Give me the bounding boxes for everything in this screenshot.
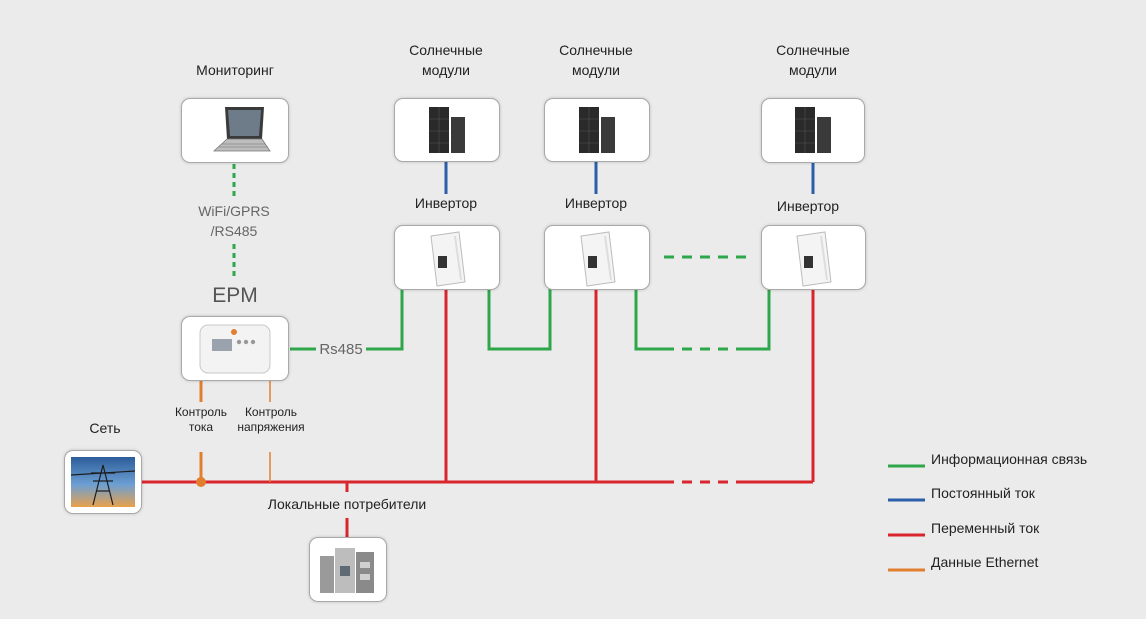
monitoring-label: Мониторинг: [196, 62, 274, 78]
legend-dc: Постоянный ток: [931, 485, 1035, 501]
grid-label: Сеть: [89, 420, 121, 436]
grid-box[interactable]: [64, 450, 142, 514]
solar-label-1: Солнечные модули: [409, 42, 483, 78]
solar-box-2[interactable]: [544, 98, 650, 162]
wifi-gprs-rs485-label: WiFi/GPRS /RS485: [198, 203, 270, 239]
epm-box[interactable]: [181, 316, 289, 381]
inverter-box-2[interactable]: [544, 225, 650, 290]
laptop-icon: [212, 107, 271, 152]
legend-swatches: [888, 464, 925, 572]
ac-lines: [141, 289, 815, 537]
inverter-label-1: Инвертор: [414, 195, 478, 211]
inverter-box-3[interactable]: [761, 225, 866, 290]
solar-box-3[interactable]: [761, 98, 865, 163]
epm-title: EPM: [212, 284, 258, 307]
solar-box-1[interactable]: [394, 98, 500, 162]
solar-label-2: Солнечные модули: [559, 42, 633, 78]
info-lines: [232, 164, 771, 351]
inverter-box-1[interactable]: [394, 225, 500, 290]
consumers-box[interactable]: [309, 537, 387, 602]
current-control-label: Контроль тока: [174, 405, 228, 434]
monitoring-box[interactable]: [181, 98, 289, 163]
legend-ethernet: Данные Ethernet: [931, 554, 1039, 570]
dc-lines: [444, 160, 815, 194]
solar-panel-icon: [429, 107, 465, 153]
epm-device-icon: [199, 324, 271, 374]
inverter-icon: [430, 231, 466, 287]
building-icon: [320, 548, 374, 593]
solar-label-3: Солнечные модули: [776, 42, 850, 78]
legend-info: Информационная связь: [931, 451, 1088, 467]
inverter-icon: [580, 231, 616, 287]
power-pylon-icon: [70, 457, 136, 507]
legend-ac: Переменный ток: [931, 520, 1040, 536]
voltage-control-label: Контроль напряжения: [237, 405, 305, 434]
local-consumers-label: Локальные потребители: [267, 496, 427, 512]
rs485-label: Rs485: [319, 341, 363, 358]
inverter-label-2: Инвертор: [564, 195, 628, 211]
inverter-icon: [796, 231, 832, 287]
current-sensor-node: [196, 477, 206, 487]
inverter-label-3: Инвертор: [776, 198, 840, 214]
solar-panel-icon: [795, 107, 831, 153]
solar-panel-icon: [579, 107, 615, 153]
